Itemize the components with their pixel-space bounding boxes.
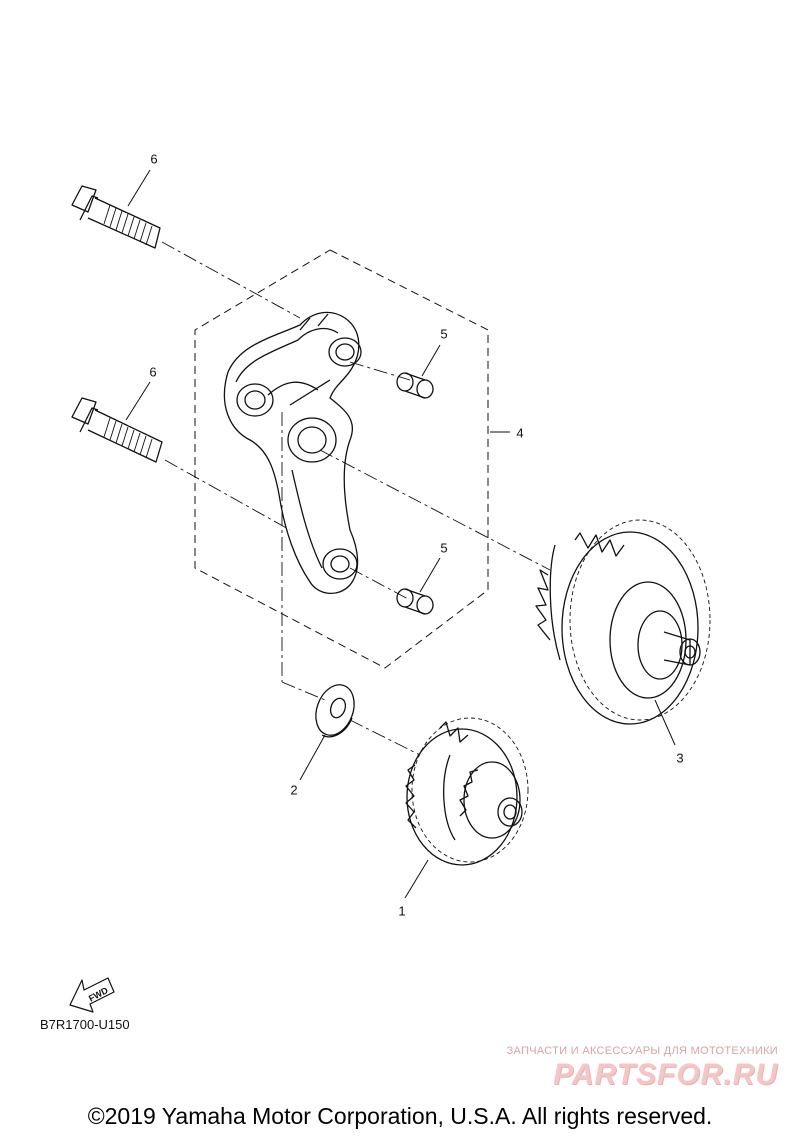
callout-1: 1 [398,903,406,919]
bolt-upper [71,185,161,249]
callout-2: 2 [290,782,298,798]
center-lines [161,241,551,756]
leader-lines [125,169,676,899]
bolt-lower [71,397,163,463]
callout-4: 4 [516,425,524,441]
watermark-logo: PARTSFOR.RU [553,1058,778,1091]
gear-large [535,519,711,725]
washer [315,684,355,738]
fwd-arrow-icon [69,977,115,1013]
bracket [223,311,362,594]
assembly-outline [194,249,489,669]
fwd-label: FWD [87,985,110,1004]
collar-upper [396,372,434,399]
callout-3: 3 [676,750,684,766]
gear-small [405,717,529,866]
callout-6-lower: 6 [149,364,157,380]
callout-5-upper: 5 [440,326,448,342]
watermark-tagline: ЗАПЧАСТИ И АКСЕССУАРЫ ДЛЯ МОТОТЕХНИКИ [506,1045,778,1057]
callout-5-lower: 5 [440,540,448,556]
collar-lower [396,588,434,615]
callout-6-upper: 6 [150,151,158,167]
copyright-notice: ©2019 Yamaha Motor Corporation, U.S.A. A… [87,1103,713,1129]
diagram-code: B7R1700-U150 [40,1017,130,1032]
